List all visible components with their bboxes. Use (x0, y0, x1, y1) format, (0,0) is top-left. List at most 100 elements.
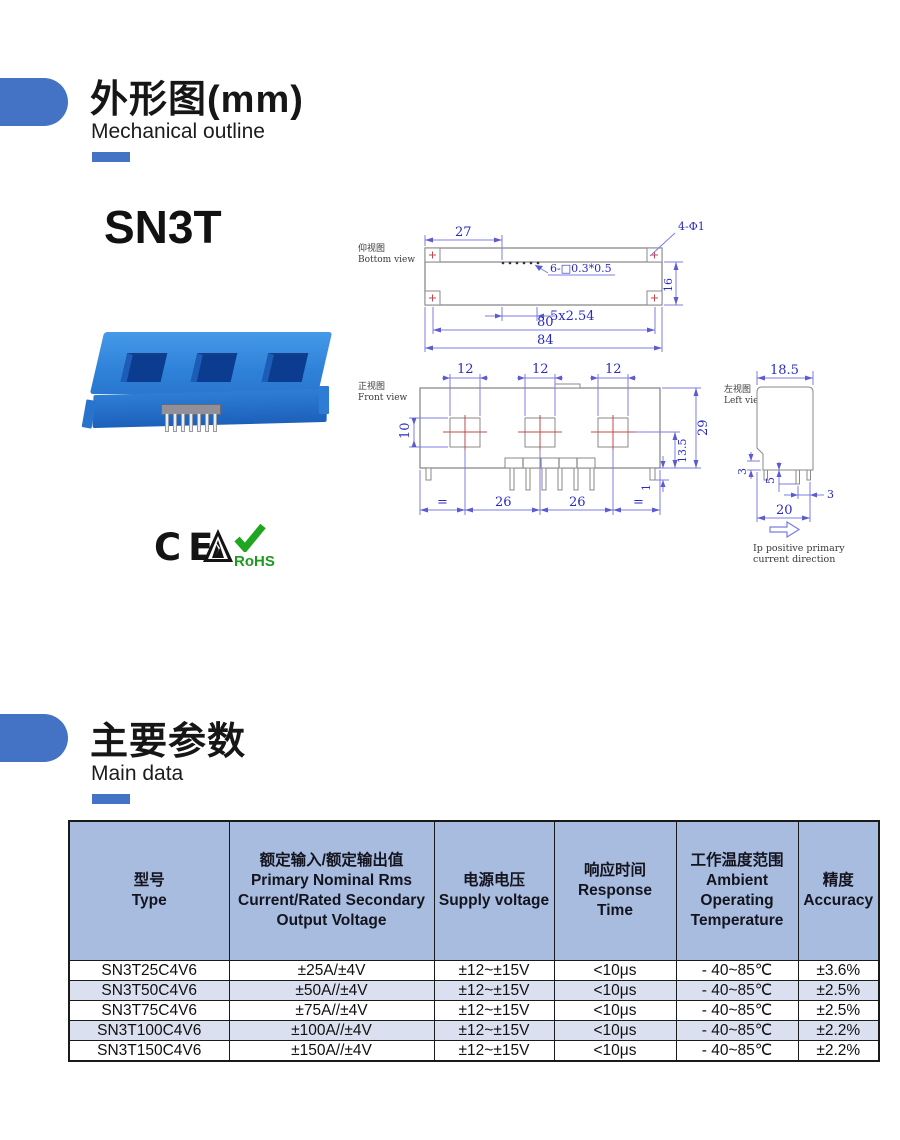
dim-slot: 6-□0.3*0.5 (550, 262, 612, 275)
table-row: SN3T100C4V6 ±100A//±4V ±12~±15V <10μs - … (68, 1020, 880, 1041)
pin (165, 413, 169, 432)
cell-accuracy: ±2.2% (797, 1040, 880, 1062)
dim-20: 20 (776, 503, 793, 518)
pin (205, 413, 209, 432)
pin (189, 413, 193, 432)
dim-18-5: 18.5 (770, 363, 799, 378)
cell-accuracy: ±2.5% (797, 1000, 880, 1021)
cell-response: <10μs (553, 1020, 677, 1041)
cell-supply: ±12~±15V (433, 1020, 555, 1041)
section-accent-pill (0, 714, 68, 762)
dim-26: 26 (495, 495, 512, 510)
cell-temperature: - 40~85℃ (675, 1020, 799, 1041)
rohs-check-icon (234, 524, 266, 552)
dim-26: 26 (569, 495, 586, 510)
cell-type: SN3T150C4V6 (68, 1040, 230, 1062)
dim-3-right: 3 (827, 488, 834, 501)
current-direction-note-2: current direction (753, 554, 835, 565)
cell-type: SN3T50C4V6 (68, 980, 230, 1001)
cell-type: SN3T25C4V6 (68, 960, 230, 981)
col-header-primary: 额定输入/额定输出值 Primary Nominal Rms Current/R… (228, 820, 435, 961)
col-header-temperature: 工作温度范围 Ambient Operating Temperature (675, 820, 799, 961)
cell-accuracy: ±3.6% (797, 960, 880, 981)
dim-10: 10 (398, 422, 413, 439)
product-photo (81, 328, 333, 440)
pin (181, 413, 185, 432)
cell-supply: ±12~±15V (433, 960, 555, 981)
cell-response: <10μs (553, 960, 677, 981)
dim-27: 27 (455, 225, 472, 240)
header-row: 型号 Type 额定输入/额定输出值 Primary Nominal Rms C… (68, 820, 880, 961)
table-row: SN3T75C4V6 ±75A//±4V ±12~±15V <10μs - 40… (68, 1000, 880, 1021)
dim-12: 12 (457, 362, 474, 377)
table-row: SN3T150C4V6 ±150A//±4V ±12~±15V <10μs - … (68, 1040, 880, 1062)
cell-response: <10μs (553, 1040, 677, 1062)
dim-12: 12 (532, 362, 549, 377)
left-view-label-cn: 左视图 (724, 383, 751, 395)
col-header-response: 响应时间 Response Time (553, 820, 677, 961)
dim-29: 29 (696, 419, 711, 436)
bottom-view-label-en: Bottom view (358, 255, 415, 265)
bottom-view-label-cn: 仰视图 (358, 242, 385, 254)
cell-primary: ±150A//±4V (228, 1040, 435, 1062)
product-model: SN3T (104, 201, 222, 253)
dim-eq: = (633, 495, 644, 510)
dim-12: 12 (605, 362, 622, 377)
front-view-drawing: 正视图 Front view 12 12 12 (358, 362, 711, 515)
dim-5: 5 (764, 477, 777, 484)
dim-16: 16 (662, 278, 675, 292)
cell-primary: ±100A//±4V (228, 1020, 435, 1041)
dim-80: 80 (537, 315, 554, 330)
cell-primary: ±50A//±4V (228, 980, 435, 1001)
section-underline-bar (92, 152, 130, 162)
cell-primary: ±75A//±4V (228, 1000, 435, 1021)
left-view-drawing: 18.5 左视图 Left view 3 5 3 20 Ip positive … (724, 363, 845, 565)
dim-eq: = (437, 495, 448, 510)
triangle-cert-icon (203, 529, 233, 562)
section-accent-pill (0, 78, 68, 126)
cell-temperature: - 40~85℃ (675, 1040, 799, 1062)
photo-top-face (89, 332, 333, 394)
pin (197, 413, 201, 432)
sensor-hole (261, 353, 309, 382)
dim-84: 84 (537, 333, 554, 348)
mounting-tab (319, 386, 329, 414)
left-view-label-en: Left view (724, 396, 766, 406)
dim-pitch: 5x2.54 (550, 309, 595, 324)
current-direction-note-1: Ip positive primary (753, 543, 845, 554)
dim-3-left: 3 (736, 468, 749, 475)
cell-accuracy: ±2.2% (797, 1020, 880, 1041)
certification-logos: CE RoHS (150, 524, 290, 582)
dim-1: 1 (640, 484, 653, 491)
table-row: SN3T25C4V6 ±25A/±4V ±12~±15V <10μs - 40~… (68, 960, 880, 981)
section-underline-bar (92, 794, 130, 804)
cell-type: SN3T100C4V6 (68, 1020, 230, 1041)
spec-table: 型号 Type 额定输入/额定输出值 Primary Nominal Rms C… (68, 820, 880, 1062)
table-row: SN3T50C4V6 ±50A//±4V ±12~±15V <10μs - 40… (68, 980, 880, 1001)
pin (213, 413, 217, 432)
cell-supply: ±12~±15V (433, 980, 555, 1001)
cell-accuracy: ±2.5% (797, 980, 880, 1001)
cell-supply: ±12~±15V (433, 1040, 555, 1062)
cell-temperature: - 40~85℃ (675, 980, 799, 1001)
front-view-label-en: Front view (358, 393, 408, 403)
cell-type: SN3T75C4V6 (68, 1000, 230, 1021)
sensor-hole (120, 353, 168, 382)
col-header-supply: 电源电压 Supply voltage (433, 820, 555, 961)
outline-section-subtitle: Mechanical outline (91, 120, 265, 143)
current-direction-arrow-icon (769, 520, 801, 539)
cell-temperature: - 40~85℃ (675, 1000, 799, 1021)
main-data-section-subtitle: Main data (91, 762, 184, 785)
cell-response: <10μs (553, 1000, 677, 1021)
pin (173, 413, 177, 432)
dim-4-holes: 4-Φ1 (678, 220, 705, 233)
cell-supply: ±12~±15V (433, 1000, 555, 1021)
dim-13-5: 13.5 (676, 439, 689, 464)
main-data-section-title: 主要参数 (90, 721, 247, 763)
cell-temperature: - 40~85℃ (675, 960, 799, 981)
bottom-view-drawing: 仰视图 Bottom view 27 4-Φ1 16 6-□0.3*0.5 (358, 220, 705, 352)
front-view-label-cn: 正视图 (358, 380, 385, 392)
rohs-label: RoHS (234, 553, 275, 570)
sensor-hole (190, 353, 238, 382)
